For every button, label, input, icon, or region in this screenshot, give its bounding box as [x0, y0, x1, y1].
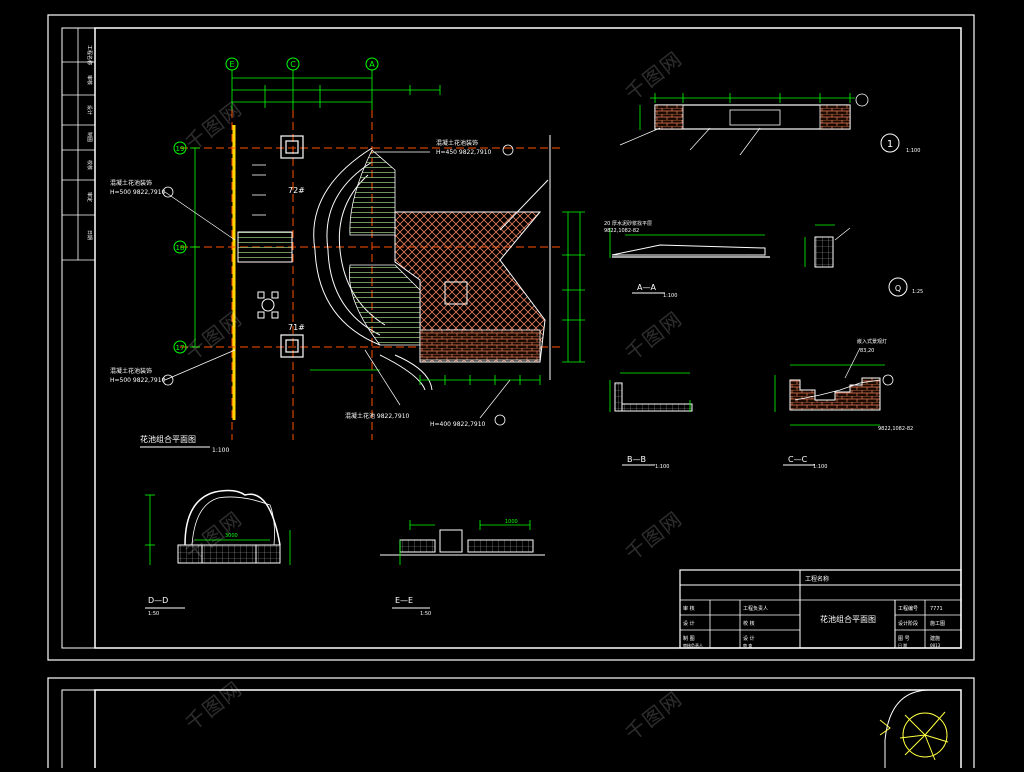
tb-r2-c1: 设 计: [743, 635, 755, 642]
tb-r2-c0: 制 图: [683, 635, 695, 642]
tb-r3-c1: 审 查: [743, 642, 752, 648]
tb-r1-c2: 设计阶段: [898, 620, 918, 627]
side-strip-2: 设计: [86, 105, 93, 115]
section-e-e: 1000 E—E 1:50: [380, 519, 545, 617]
tb-r0-c1: 工程负责人: [743, 605, 768, 612]
detail-q-scale: 1:25: [912, 289, 923, 295]
second-sheet-frame: [47, 677, 975, 772]
stair-code: 9822,1082-82: [878, 426, 913, 432]
d-d-dim: 3000: [225, 533, 238, 539]
top-elevation-detail: 1 1:100: [619, 93, 920, 156]
section-e-scale: 1:50: [420, 611, 431, 617]
note-lower-left-2: H=500 9822,7910: [110, 377, 166, 384]
detail-q-num: Q: [895, 284, 901, 293]
grid-label-e: E: [229, 60, 234, 69]
detail-1-num: 1: [887, 139, 893, 150]
tb-r3-c3: 0813: [930, 643, 941, 648]
section-e-title: E—E: [395, 596, 413, 605]
plan-scale: 1:100: [212, 447, 229, 454]
site-plan: E C A 19 18 17: [110, 57, 585, 454]
section-d-d: 3000 D—D 1:50: [145, 489, 291, 617]
tb-r0-c0: 审 核: [683, 605, 695, 612]
side-strip-1: 审核: [86, 75, 93, 85]
side-strip-4: 校核: [86, 160, 93, 170]
stair-note: 嵌入式景观灯: [857, 338, 887, 345]
slope-note: 20 厚水泥砂浆找平层: [604, 220, 652, 227]
pillar-71-label: 71#: [288, 323, 305, 332]
grid-label-19: 19: [176, 145, 185, 153]
grid-label-a: A: [369, 60, 375, 69]
tb-drawing-name: 花池组合平面图: [820, 614, 876, 624]
section-c-title: C—C: [788, 455, 808, 464]
sheet-frame: [47, 14, 975, 661]
tb-r2-c3: 建施: [930, 635, 940, 642]
note-upper-right-2: H=450 9822,7910: [436, 149, 492, 156]
north-arrow: [879, 719, 891, 736]
note-upper-left-1: 混凝土花池装饰: [110, 179, 152, 187]
tb-r2-c2: 图 号: [898, 636, 910, 642]
tb-r1-c3: 施工图: [930, 620, 945, 627]
side-strip-labels: 工程名称 审核 设计 制图 校核 审定 日期: [86, 45, 93, 240]
stair-dim: 83,20: [860, 348, 874, 354]
grid-label-18: 18: [176, 244, 185, 252]
section-c-scale: 1:100: [813, 464, 827, 470]
section-b-b: B—B 1:100: [609, 372, 693, 470]
section-b-scale: 1:100: [655, 464, 669, 470]
plan-title: 花池组合平面图: [140, 434, 196, 444]
note-upper-left-2: H=500 9822,7910: [110, 189, 166, 196]
note-upper-right-1: 混凝土花池装饰: [436, 139, 478, 147]
tb-r3-c2: 日 期: [898, 642, 907, 648]
side-strip-0: 工程名称: [86, 45, 93, 65]
section-c-c: 嵌入式景观灯 83,20 9822,1082-82 C—C 1:100: [774, 338, 913, 470]
pillar-72-label: 72#: [288, 186, 305, 195]
section-a-title: A—A: [637, 283, 656, 292]
note-lower-left-1: 混凝土花池装饰: [110, 367, 152, 375]
e-e-dim: 1000: [505, 519, 518, 525]
tb-r0-c3: 7771: [930, 606, 943, 612]
note-bottom-2: H=400 9822,7910: [430, 421, 486, 428]
section-a-a: 20 厚水泥砂浆找平层 9822,1082-82 A—A 1:100: [604, 220, 770, 299]
tb-r0-c2: 工程编号: [898, 605, 918, 612]
detail-q: Q 1:25: [804, 224, 923, 297]
tb-r1-c0: 设 计: [683, 620, 695, 627]
side-strip-5: 审定: [86, 192, 93, 202]
side-strip-6: 日期: [86, 230, 92, 240]
tree-symbol: [899, 711, 949, 761]
tb-project-label: 工程名称: [805, 575, 829, 583]
side-strip-3: 制图: [86, 132, 93, 142]
section-b-title: B—B: [627, 455, 646, 464]
grid-label-c: C: [290, 60, 296, 69]
section-d-title: D—D: [148, 596, 168, 605]
detail-1-scale: 1:100: [906, 148, 920, 154]
title-block: 工程名称 花池组合平面图 审 核 工程负责人 工程编号 7771 设 计 校 核…: [679, 569, 962, 649]
note-bottom-1: 混凝土花池 9822,7910: [345, 412, 410, 420]
section-a-scale: 1:100: [663, 293, 677, 299]
section-d-scale: 1:50: [148, 611, 159, 617]
tb-r1-c1: 校 核: [743, 620, 755, 627]
tb-r3-c0: 审核负责人: [683, 642, 703, 648]
grid-label-17: 17: [176, 344, 185, 352]
slope-code: 9822,1082-82: [604, 228, 639, 234]
